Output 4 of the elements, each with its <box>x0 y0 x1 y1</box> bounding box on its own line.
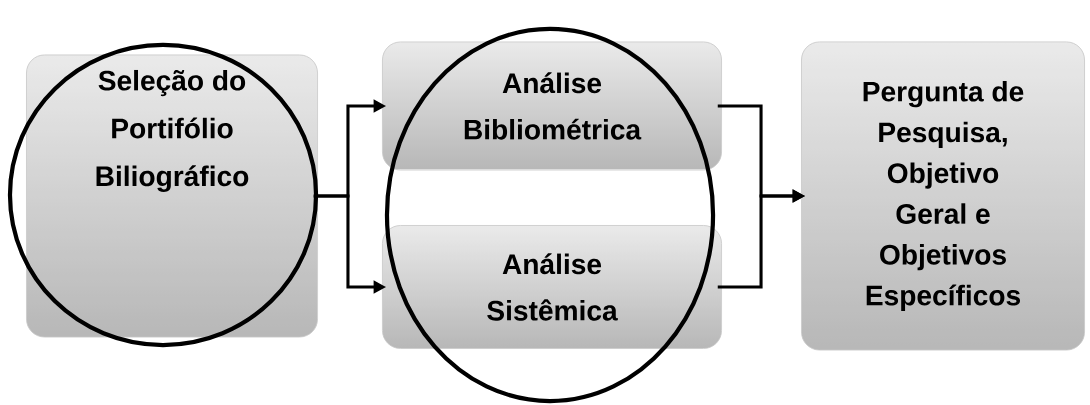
process-box: Análise Bibliométrica <box>382 41 722 171</box>
process-box: Análise Sistêmica <box>382 225 722 349</box>
process-box: Pergunta de Pesquisa, Objetivo Geral e Objetivos Específicos <box>801 41 1085 351</box>
process-box: Seleção do Portifólio Biliográfico <box>26 54 318 338</box>
